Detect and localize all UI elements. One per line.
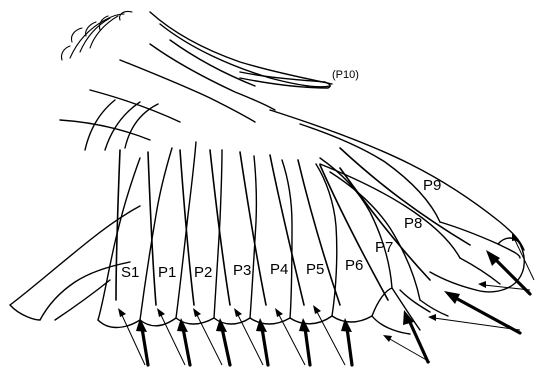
label-p10: (P10): [332, 69, 359, 81]
label-p2: P2: [194, 264, 212, 281]
label-p9: P9: [423, 177, 441, 194]
label-p6: P6: [345, 257, 363, 274]
label-s1: S1: [121, 264, 139, 281]
label-p7: P7: [375, 239, 393, 256]
label-p1: P1: [158, 264, 176, 281]
feather-labels: S1 P1 P2 P3 P4 P5 P6 P7 P8 P9 (P10): [121, 69, 441, 281]
tip-arrows: [118, 232, 534, 365]
label-p4: P4: [270, 261, 288, 278]
label-p5: P5: [306, 261, 324, 278]
label-p8: P8: [404, 215, 422, 232]
covert-feathers: [60, 11, 332, 150]
label-p3: P3: [233, 262, 251, 279]
